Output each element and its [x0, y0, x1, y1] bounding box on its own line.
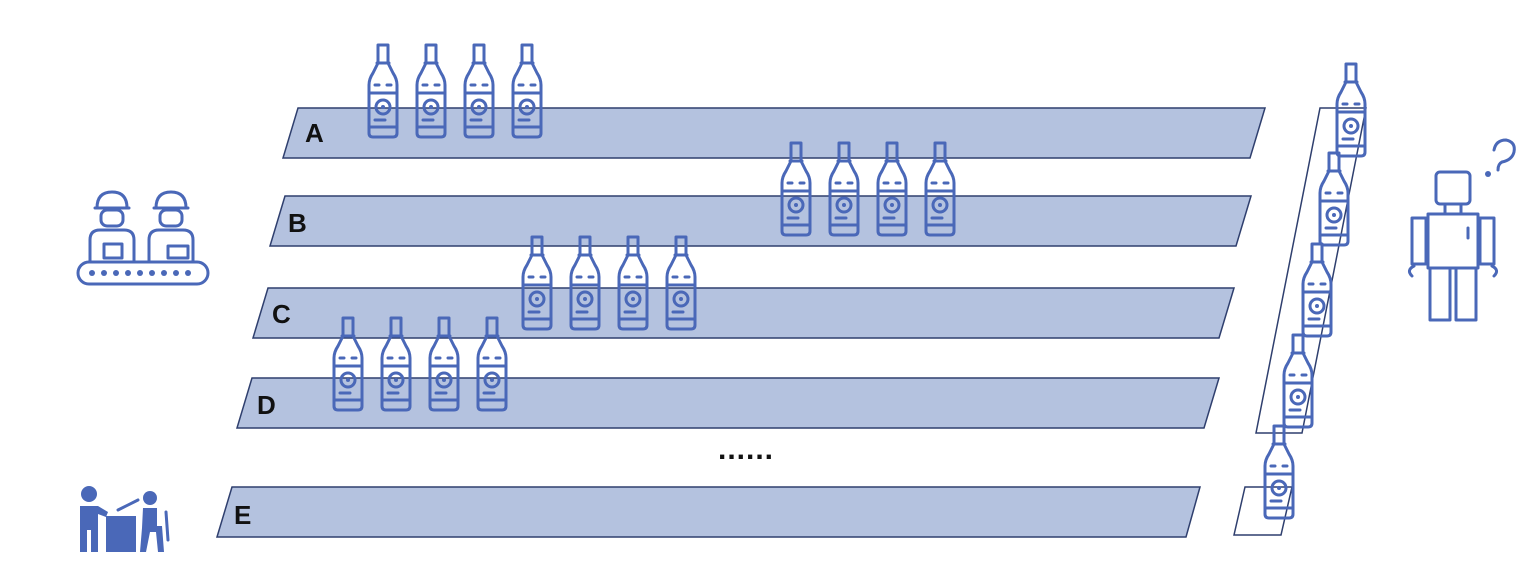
factory-workers-conveyor-icon	[76, 190, 210, 286]
lane-label-e: E	[234, 500, 251, 530]
lane-label-d: D	[257, 390, 276, 420]
lane-label-c: C	[272, 299, 291, 329]
merge-ramp	[1255, 107, 1367, 434]
lane-b: B	[268, 195, 1253, 247]
lane-label-a: A	[305, 118, 324, 148]
lane-d: D	[235, 377, 1221, 429]
people-at-desk-icon	[80, 486, 170, 552]
robot-icon	[1407, 170, 1499, 322]
lane-a: A	[281, 107, 1267, 159]
lane-e: E	[215, 486, 1201, 538]
lane-label-b: B	[288, 208, 307, 238]
more-lanes-ellipsis: ......	[718, 433, 774, 466]
question-mark-icon	[1485, 138, 1516, 177]
ramp-end-platform	[1233, 486, 1293, 536]
